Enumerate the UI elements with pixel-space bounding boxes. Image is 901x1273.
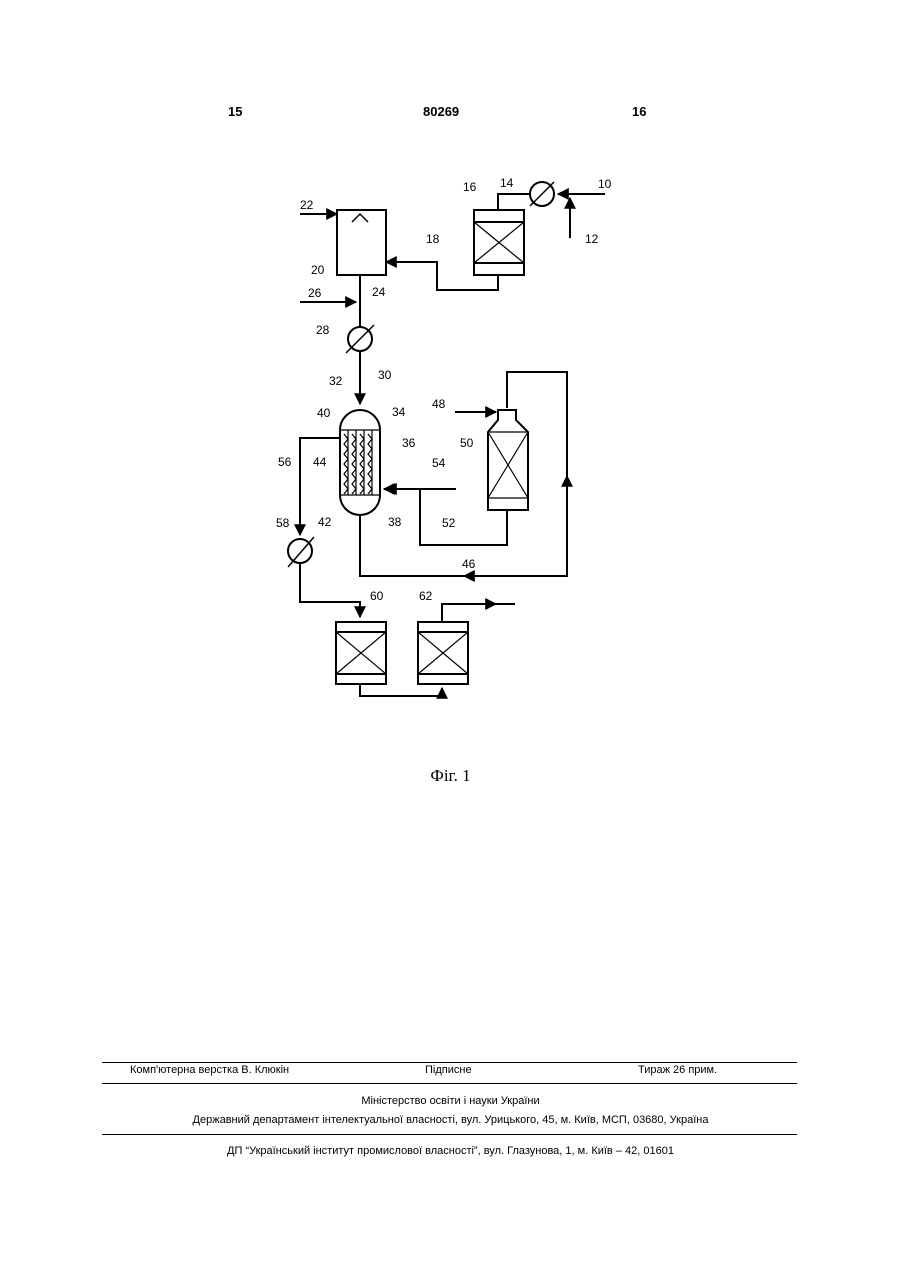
footer-layout: Комп'ютерна верстка В. Клюкін — [130, 1064, 289, 1076]
label-10: 10 — [598, 177, 612, 191]
label-16: 16 — [463, 180, 477, 194]
label-60: 60 — [370, 589, 384, 603]
footer-ministry: Міністерство освіти і науки України — [0, 1095, 901, 1107]
label-14: 14 — [500, 176, 514, 190]
label-54: 54 — [432, 456, 446, 470]
label-22: 22 — [300, 198, 314, 212]
process-flow-diagram: 10 12 14 16 18 20 22 24 26 28 30 32 34 3… — [0, 0, 901, 800]
label-42: 42 — [318, 515, 332, 529]
label-20: 20 — [311, 263, 325, 277]
reactor-32 — [340, 410, 380, 515]
label-38: 38 — [388, 515, 402, 529]
label-34: 34 — [392, 405, 406, 419]
label-28: 28 — [316, 323, 330, 337]
footer-circulation: Тираж 26 прим. — [638, 1064, 717, 1076]
footer-rule-top — [102, 1062, 797, 1063]
regenerator-50 — [488, 410, 528, 510]
label-12: 12 — [585, 232, 599, 246]
label-56: 56 — [278, 455, 292, 469]
label-48: 48 — [432, 397, 446, 411]
label-46: 46 — [462, 557, 476, 571]
figure-caption: Фіг. 1 — [0, 766, 901, 786]
footer-signed: Підписне — [425, 1064, 472, 1076]
footer-department: Державний департамент інтелектуальної вл… — [0, 1114, 901, 1126]
label-50: 50 — [460, 436, 474, 450]
label-26: 26 — [308, 286, 322, 300]
label-40: 40 — [317, 406, 331, 420]
label-32: 32 — [329, 374, 343, 388]
label-18: 18 — [426, 232, 440, 246]
label-58: 58 — [276, 516, 290, 530]
label-52: 52 — [442, 516, 456, 530]
label-44: 44 — [313, 455, 327, 469]
footer-rule-middle — [102, 1083, 797, 1084]
separator-20 — [337, 210, 386, 275]
label-62: 62 — [419, 589, 433, 603]
label-30: 30 — [378, 368, 392, 382]
footer-rule-bottom — [102, 1134, 797, 1135]
footer-institute: ДП “Український інститут промислової вла… — [0, 1145, 901, 1157]
label-36: 36 — [402, 436, 416, 450]
label-24: 24 — [372, 285, 386, 299]
